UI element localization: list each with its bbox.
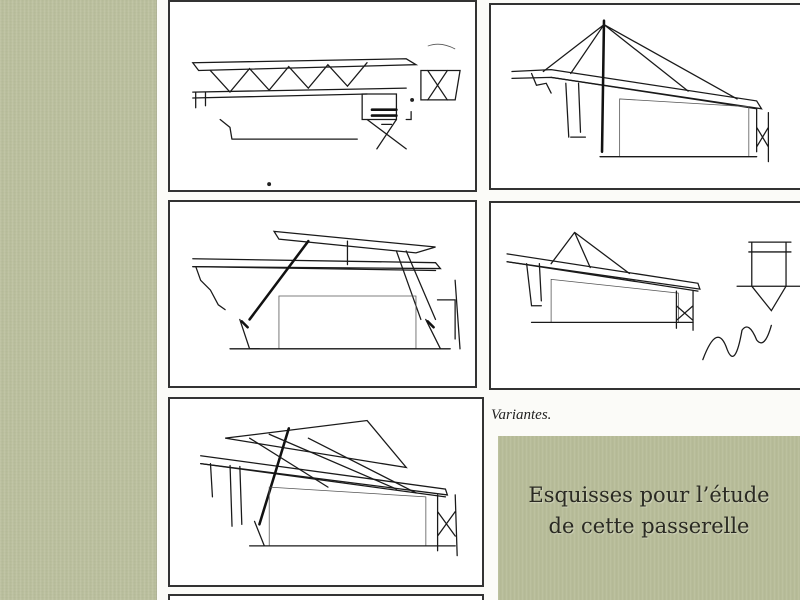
variantes-label: Variantes.	[491, 407, 552, 423]
sketch-partial-bottom	[168, 594, 484, 600]
caption-line-1: Esquisses pour l’étude	[528, 483, 770, 507]
caption-box: Esquisses pour l’étude de cette passerel…	[498, 436, 800, 600]
sketch-sail-variant	[168, 397, 484, 587]
slide-caption: Esquisses pour l’étude de cette passerel…	[498, 480, 800, 542]
sketch-sloped-variant	[489, 201, 800, 390]
sketch-mast-stayed-variant	[489, 3, 800, 190]
sketch-truss-footbridge	[168, 0, 477, 192]
caption-line-2: de cette passerelle	[548, 514, 750, 538]
sketch-strut-variant	[168, 200, 477, 388]
